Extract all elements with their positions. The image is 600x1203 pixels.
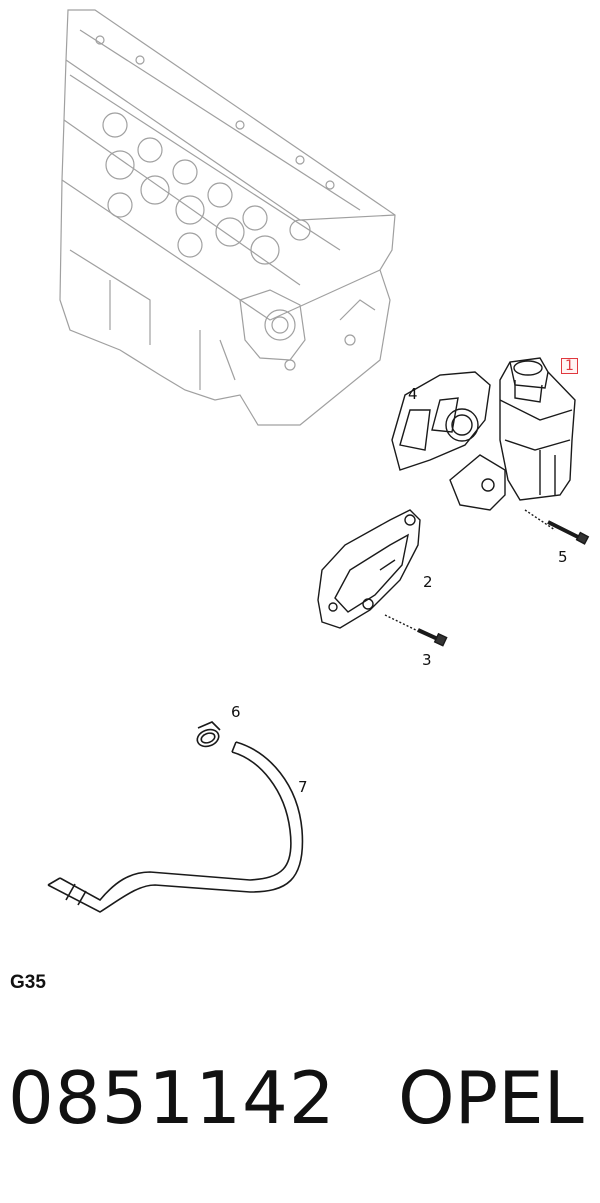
callout-7[interactable]: 7 [298,778,308,796]
cylinder-head [59,9,396,426]
callout-1[interactable]: 1 [561,358,578,374]
parts-diagram [47,9,590,913]
part-number: 0851142 [8,1056,336,1140]
callout-6[interactable]: 6 [231,703,241,721]
part-5-bolt [524,509,590,545]
part-7-hose [47,741,304,913]
part-4-gasket [391,371,491,471]
brand-name: OPEL [398,1056,584,1140]
callout-2[interactable]: 2 [423,573,433,591]
part-1-housing [449,357,576,511]
group-code: G35 [10,972,46,993]
part-6-clamp [196,721,221,748]
callout-3[interactable]: 3 [422,651,432,669]
part-2-plate [317,509,421,629]
callout-4[interactable]: 4 [408,385,418,403]
part-3-bolt [384,614,448,647]
callout-5[interactable]: 5 [558,548,568,566]
